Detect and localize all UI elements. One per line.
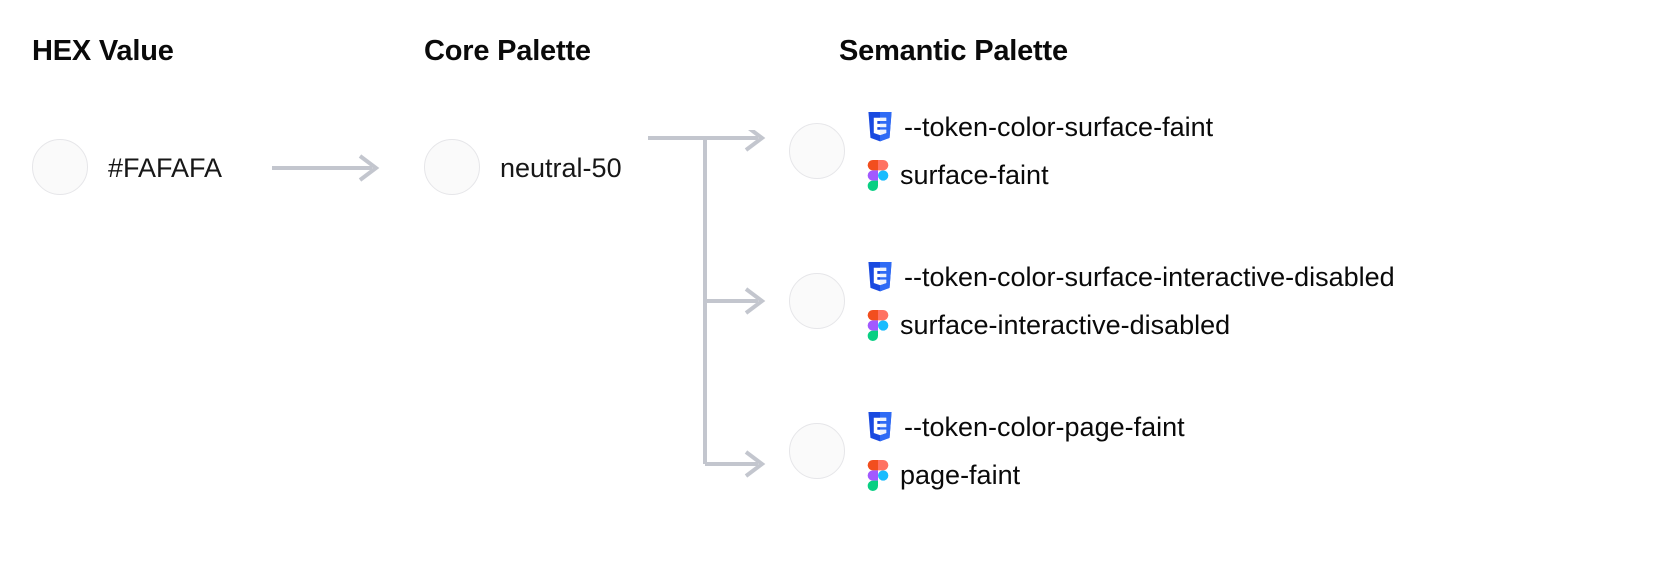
semantic-token-labels: --token-color-surface-interactive-disabl… bbox=[867, 260, 1395, 342]
arrow-hex-to-core bbox=[272, 148, 384, 188]
figma-token-name: surface-faint bbox=[900, 159, 1049, 190]
semantic-token-labels: --token-color-page-faint page-faint bbox=[867, 410, 1185, 492]
semantic-color-swatch bbox=[789, 423, 845, 479]
figma-icon bbox=[867, 309, 889, 341]
semantic-token-row: --token-color-surface-interactive-disabl… bbox=[789, 260, 1395, 342]
figma-token-line: page-faint bbox=[867, 458, 1185, 492]
semantic-token-row: --token-color-page-faint page-faint bbox=[789, 410, 1185, 492]
figma-icon bbox=[867, 459, 889, 491]
figma-token-line: surface-interactive-disabled bbox=[867, 308, 1395, 342]
core-color-swatch bbox=[424, 139, 480, 195]
css3-icon bbox=[867, 412, 893, 442]
css-token-line: --token-color-page-faint bbox=[867, 410, 1185, 444]
css3-icon bbox=[867, 112, 893, 142]
figma-token-name: surface-interactive-disabled bbox=[900, 309, 1231, 340]
core-palette-value-label: neutral-50 bbox=[500, 153, 622, 183]
semantic-color-swatch bbox=[789, 123, 845, 179]
figma-icon bbox=[867, 159, 889, 191]
figma-token-name: page-faint bbox=[900, 459, 1021, 490]
column-heading-semantic-palette: Semantic Palette bbox=[839, 35, 1068, 67]
figma-token-line: surface-faint bbox=[867, 158, 1213, 192]
hex-value-label: #FAFAFA bbox=[108, 153, 223, 183]
column-heading-core-palette: Core Palette bbox=[424, 35, 591, 67]
semantic-token-labels: --token-color-surface-faint surface-fain… bbox=[867, 110, 1213, 192]
css-token-name: --token-color-surface-faint bbox=[904, 111, 1214, 142]
css-token-line: --token-color-surface-interactive-disabl… bbox=[867, 260, 1395, 294]
semantic-token-row: --token-color-surface-faint surface-fain… bbox=[789, 110, 1213, 192]
semantic-color-swatch bbox=[789, 273, 845, 329]
css-token-line: --token-color-surface-faint bbox=[867, 110, 1213, 144]
hex-color-swatch bbox=[32, 139, 88, 195]
css-token-name: --token-color-surface-interactive-disabl… bbox=[904, 261, 1395, 292]
css-token-name: --token-color-page-faint bbox=[904, 411, 1185, 442]
branch-connector-core-to-semantic bbox=[640, 124, 790, 490]
column-heading-hex-value: HEX Value bbox=[32, 35, 174, 67]
css3-icon bbox=[867, 262, 893, 292]
